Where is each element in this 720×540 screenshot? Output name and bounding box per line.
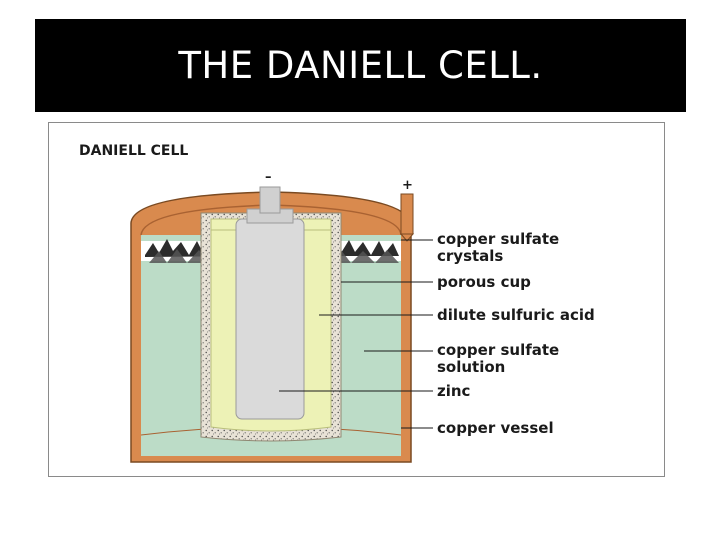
label-crystals-line1: copper sulfate	[437, 230, 559, 248]
title-bar: THE DANIELL CELL.	[35, 19, 686, 112]
label-porous-cup: porous cup	[437, 273, 531, 291]
diagram-heading: DANIELL CELL	[79, 143, 188, 159]
positive-terminal	[399, 193, 415, 242]
label-zinc: zinc	[437, 382, 470, 400]
daniell-cell-diagram: DANIELL CELL	[79, 143, 595, 463]
label-acid: dilute sulfuric acid	[437, 306, 595, 324]
label-vessel: copper vessel	[437, 419, 554, 437]
label-solution-line2: solution	[437, 358, 505, 376]
negative-terminal-sign: –	[265, 170, 272, 185]
slide-title: THE DANIELL CELL.	[178, 44, 543, 87]
label-crystals-line2: crystals	[437, 247, 503, 265]
label-solution-line1: copper sulfate	[437, 341, 559, 359]
zinc-electrode	[235, 186, 305, 420]
diagram-frame: DANIELL CELL	[48, 122, 665, 477]
positive-terminal-sign: +	[402, 178, 413, 193]
leader-lines	[279, 239, 433, 429]
